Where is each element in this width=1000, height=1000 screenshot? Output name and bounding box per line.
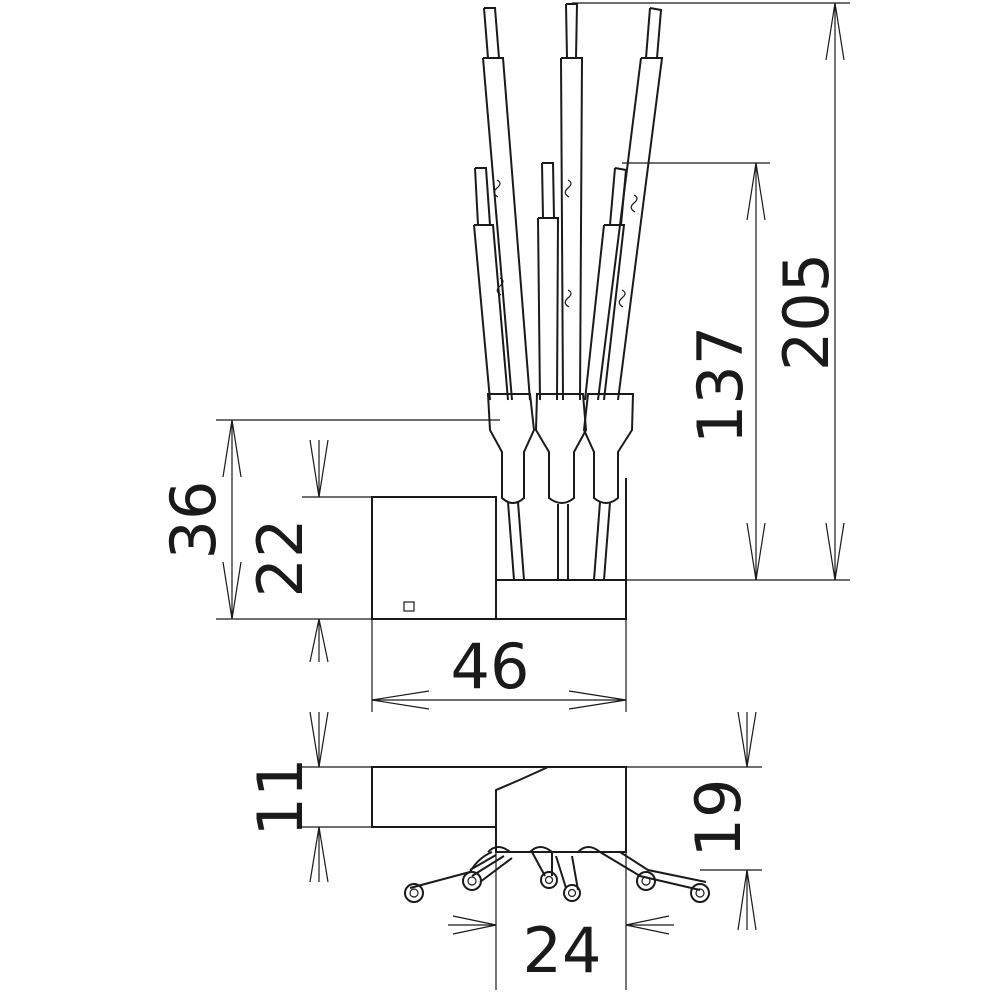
dim-label-205: 205: [770, 253, 843, 371]
short-cables: [473, 162, 628, 401]
dim-label-19: 19: [682, 779, 755, 858]
dim-label-46: 46: [451, 630, 530, 703]
dimension-36: 36: [157, 419, 500, 620]
top-outlet-cables: [404, 846, 710, 903]
dim-label-24: 24: [523, 914, 602, 987]
dimension-46: 46: [371, 619, 627, 712]
dimension-24: 24: [448, 852, 674, 990]
dimension-205: 205: [572, 2, 850, 581]
top-view: 11 19 24: [244, 711, 762, 990]
dim-label-36: 36: [157, 481, 230, 560]
top-housing: [371, 766, 627, 853]
dimension-11: 11: [244, 711, 372, 883]
housing-body: [371, 478, 627, 620]
dim-label-11: 11: [244, 758, 317, 837]
dimension-22: 22: [244, 439, 372, 663]
dimension-137: 137: [622, 162, 770, 581]
side-view: 205 137 36 22: [157, 2, 850, 712]
marker-square: [403, 601, 415, 612]
dimension-19: 19: [626, 711, 762, 931]
long-cables: [482, 3, 664, 401]
cable-boots: [486, 393, 635, 581]
dim-label-22: 22: [244, 519, 317, 598]
dim-label-137: 137: [684, 326, 757, 444]
